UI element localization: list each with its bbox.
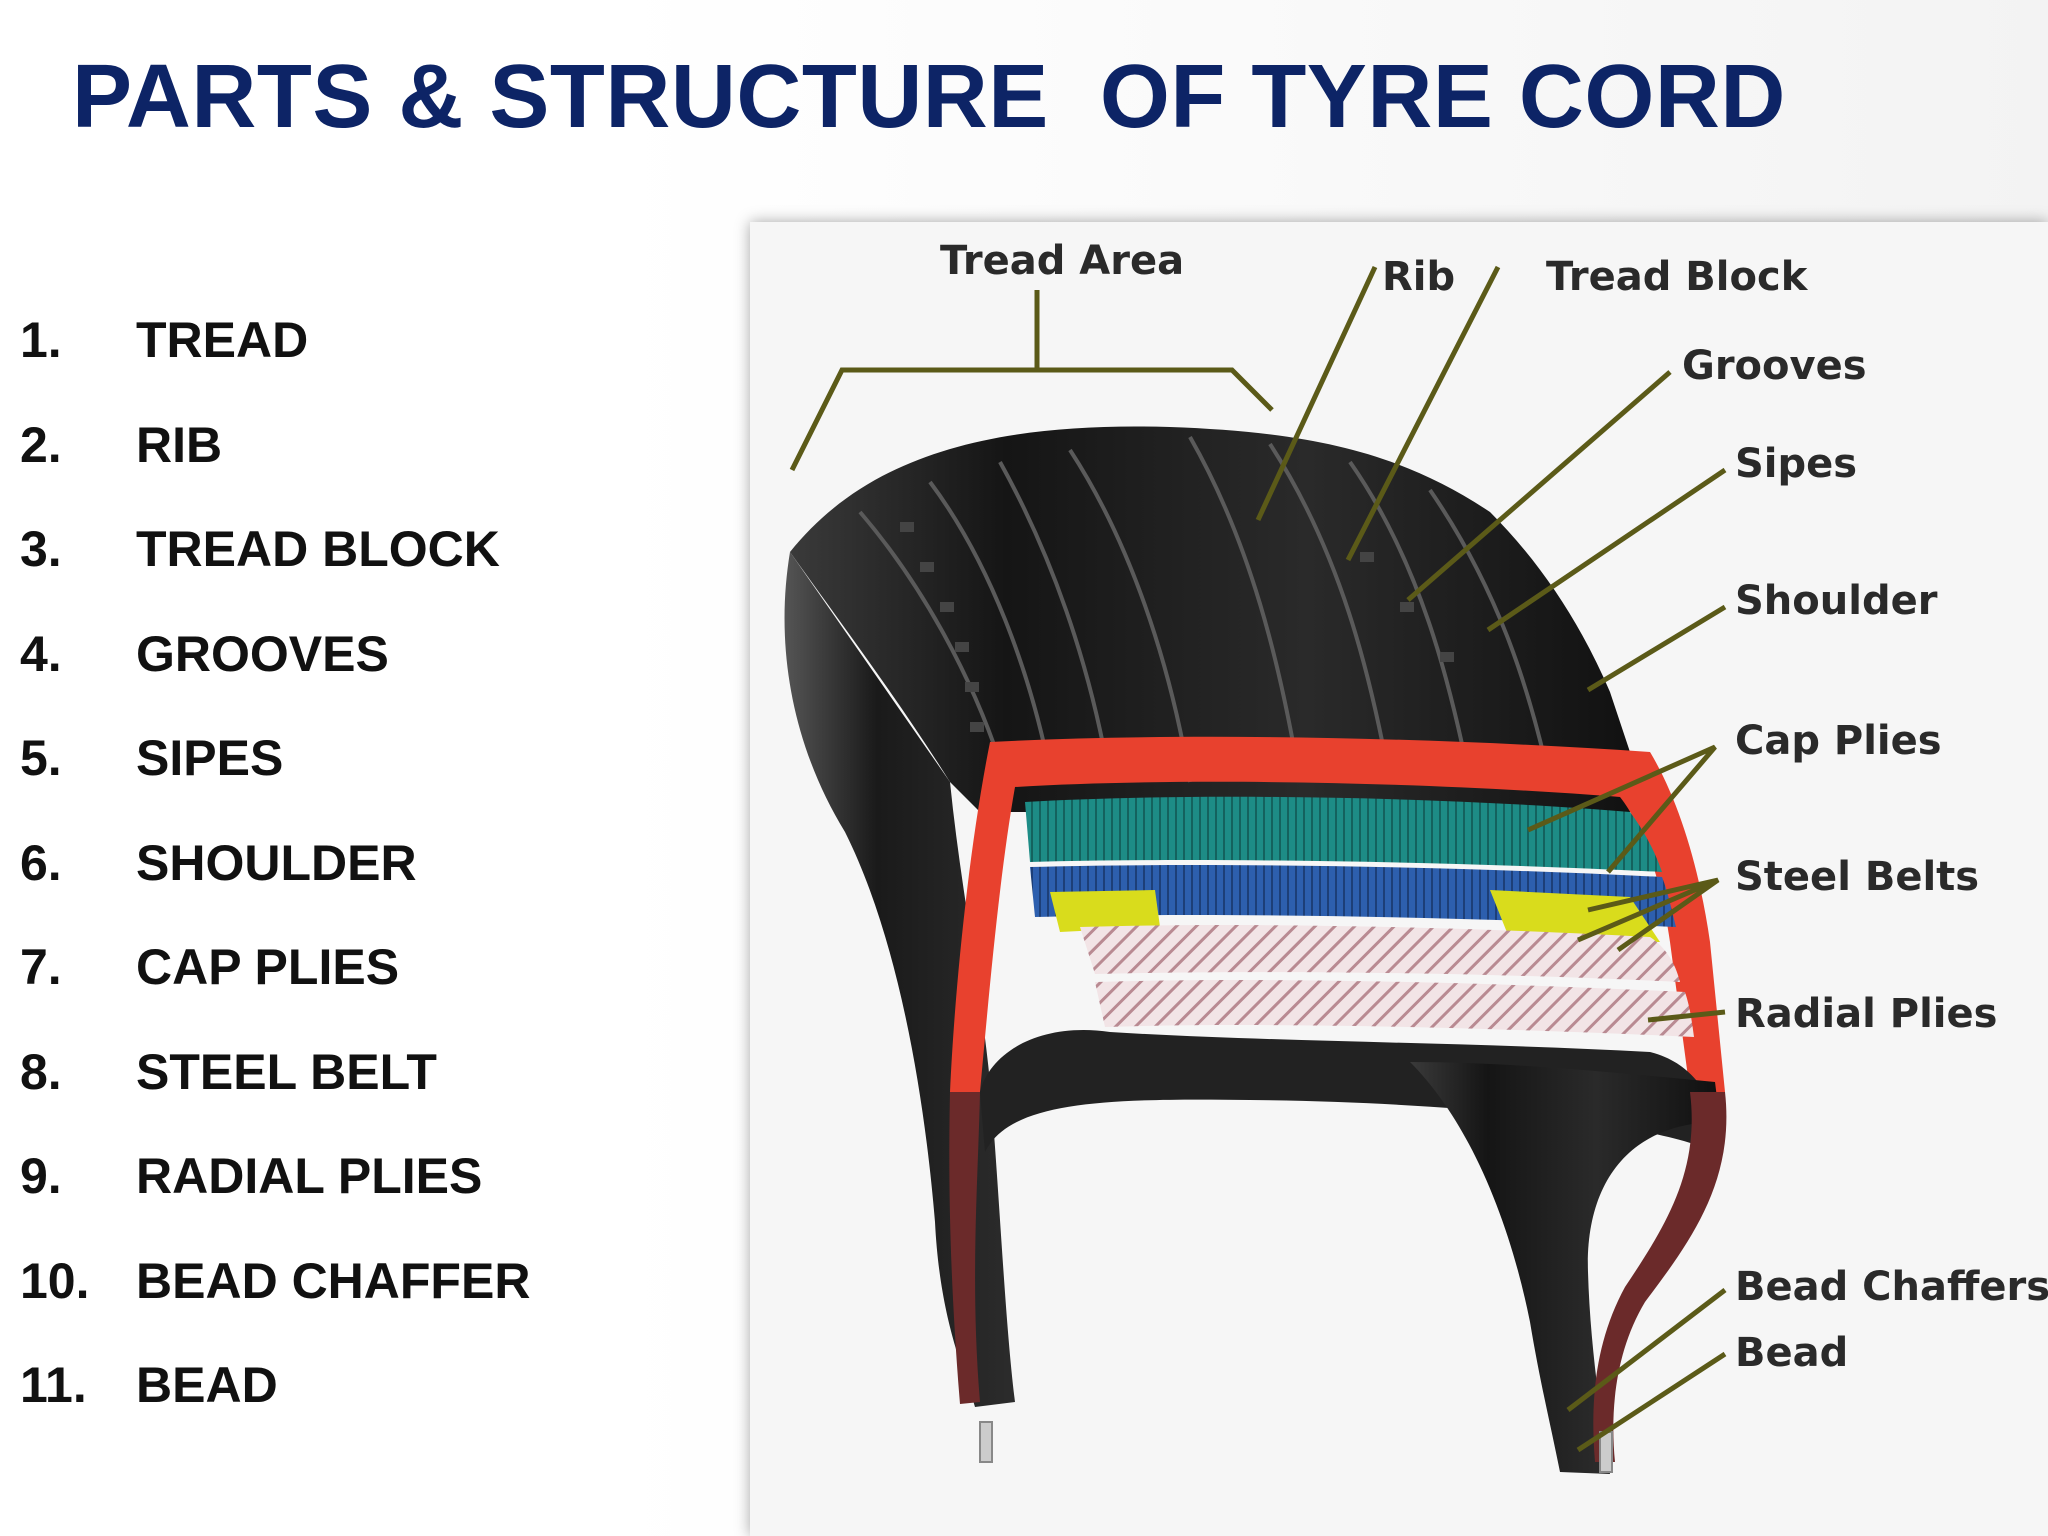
list-item-label: TREAD BLOCK [136,521,500,578]
list-item-label: GROOVES [136,625,389,682]
left-ply-edge [949,1092,980,1404]
callout-grooves: Grooves [1682,343,1867,389]
list-item-label: SIPES [136,730,284,787]
callout-steel-belts: Steel Belts [1735,854,1979,900]
callout-tread-block: Tread Block [1546,254,1809,300]
list-item: 3. TREAD BLOCK [20,497,530,602]
right-ply-edge [1593,1092,1727,1462]
rib-leader [1255,265,1378,522]
list-item-label: BEAD CHAFFER [136,1252,531,1309]
list-item: 11. BEAD [20,1333,530,1438]
radial-plies-leader [1647,1009,1726,1023]
list-item-number: 3. [20,521,62,578]
list-item-label: RIB [136,416,223,473]
tyre-diagram-panel: Tread Area Rib Tread Block Grooves Sipes… [750,222,2048,1536]
list-item-label: SHOULDER [136,834,417,891]
tread-surface-shape [790,426,1650,812]
callout-bead: Bead [1735,1330,1848,1376]
list-item: 10. BEAD CHAFFER [20,1229,530,1334]
radial-ply-hatch-lower [1095,980,1694,1037]
list-item: 7. CAP PLIES [20,915,530,1020]
tread-block-leader [1345,265,1501,562]
callout-bead-chaffers: Bead Chaffers [1735,1264,2048,1310]
bead-chaffers-leader [1566,1288,1727,1412]
tread-area-bracket [789,290,1274,472]
list-item: 9. RADIAL PLIES [20,1124,530,1229]
cap-ply-red-shape [950,736,1725,1092]
list-item-number: 7. [20,939,62,996]
list-item-label: TREAD [136,312,309,369]
list-item-label: CAP PLIES [136,939,400,996]
list-item-number: 11. [20,1357,87,1414]
callout-radial-plies: Radial Plies [1735,991,1997,1037]
list-item: 4. GROOVES [20,602,530,707]
callout-shoulder: Shoulder [1735,578,1938,624]
bead-wires [979,1421,1613,1473]
list-item: 6. SHOULDER [20,811,530,916]
list-item-label: RADIAL PLIES [136,1148,483,1205]
list-item-number: 4. [20,625,62,682]
sipes-marks [900,522,1454,732]
cap-ply-teal-shape [1025,796,1662,872]
cap-plies-leader [1526,744,1717,874]
list-item-label: STEEL BELT [136,1043,437,1100]
tyre-cross-section-diagram: Tread Area Rib Tread Block Grooves Sipes… [784,238,2048,1474]
steel-belts-leader [1577,877,1720,953]
page-title: PARTS & STRUCTURE OF TYRE CORD [72,47,1786,147]
callout-sipes: Sipes [1735,441,1857,487]
list-item: 1. TREAD [20,288,530,393]
parts-list: 1. TREAD 2. RIB 3. TREAD BLOCK 4. GROOVES 5.… [20,288,530,1438]
list-item-number: 10. [20,1252,90,1309]
list-item-number: 5. [20,730,62,787]
right-sidewall-shape [1410,1062,1720,1474]
list-item-number: 6. [20,834,62,891]
sipes-leader [1486,467,1727,633]
list-item-label: BEAD [136,1357,278,1414]
list-item-number: 2. [20,416,62,473]
grooves-leader [1406,370,1672,602]
list-item: 5. SIPES [20,706,530,811]
list-item-number: 9. [20,1148,62,1205]
radial-ply-hatch-upper [1080,925,1680,982]
shoulder-leader [1586,604,1727,693]
bead-leader [1576,1351,1727,1453]
inner-liner-shape [980,1030,1715,1152]
list-item-number: 1. [20,312,62,369]
list-item: 8. STEEL BELT [20,1020,530,1125]
callout-rib: Rib [1382,254,1455,300]
list-item-number: 8. [20,1043,62,1100]
callout-tread-area: Tread Area [940,238,1184,284]
steel-belt-yellow-left [1050,890,1160,932]
list-item: 2. RIB [20,393,530,498]
callout-cap-plies: Cap Plies [1735,718,1942,764]
